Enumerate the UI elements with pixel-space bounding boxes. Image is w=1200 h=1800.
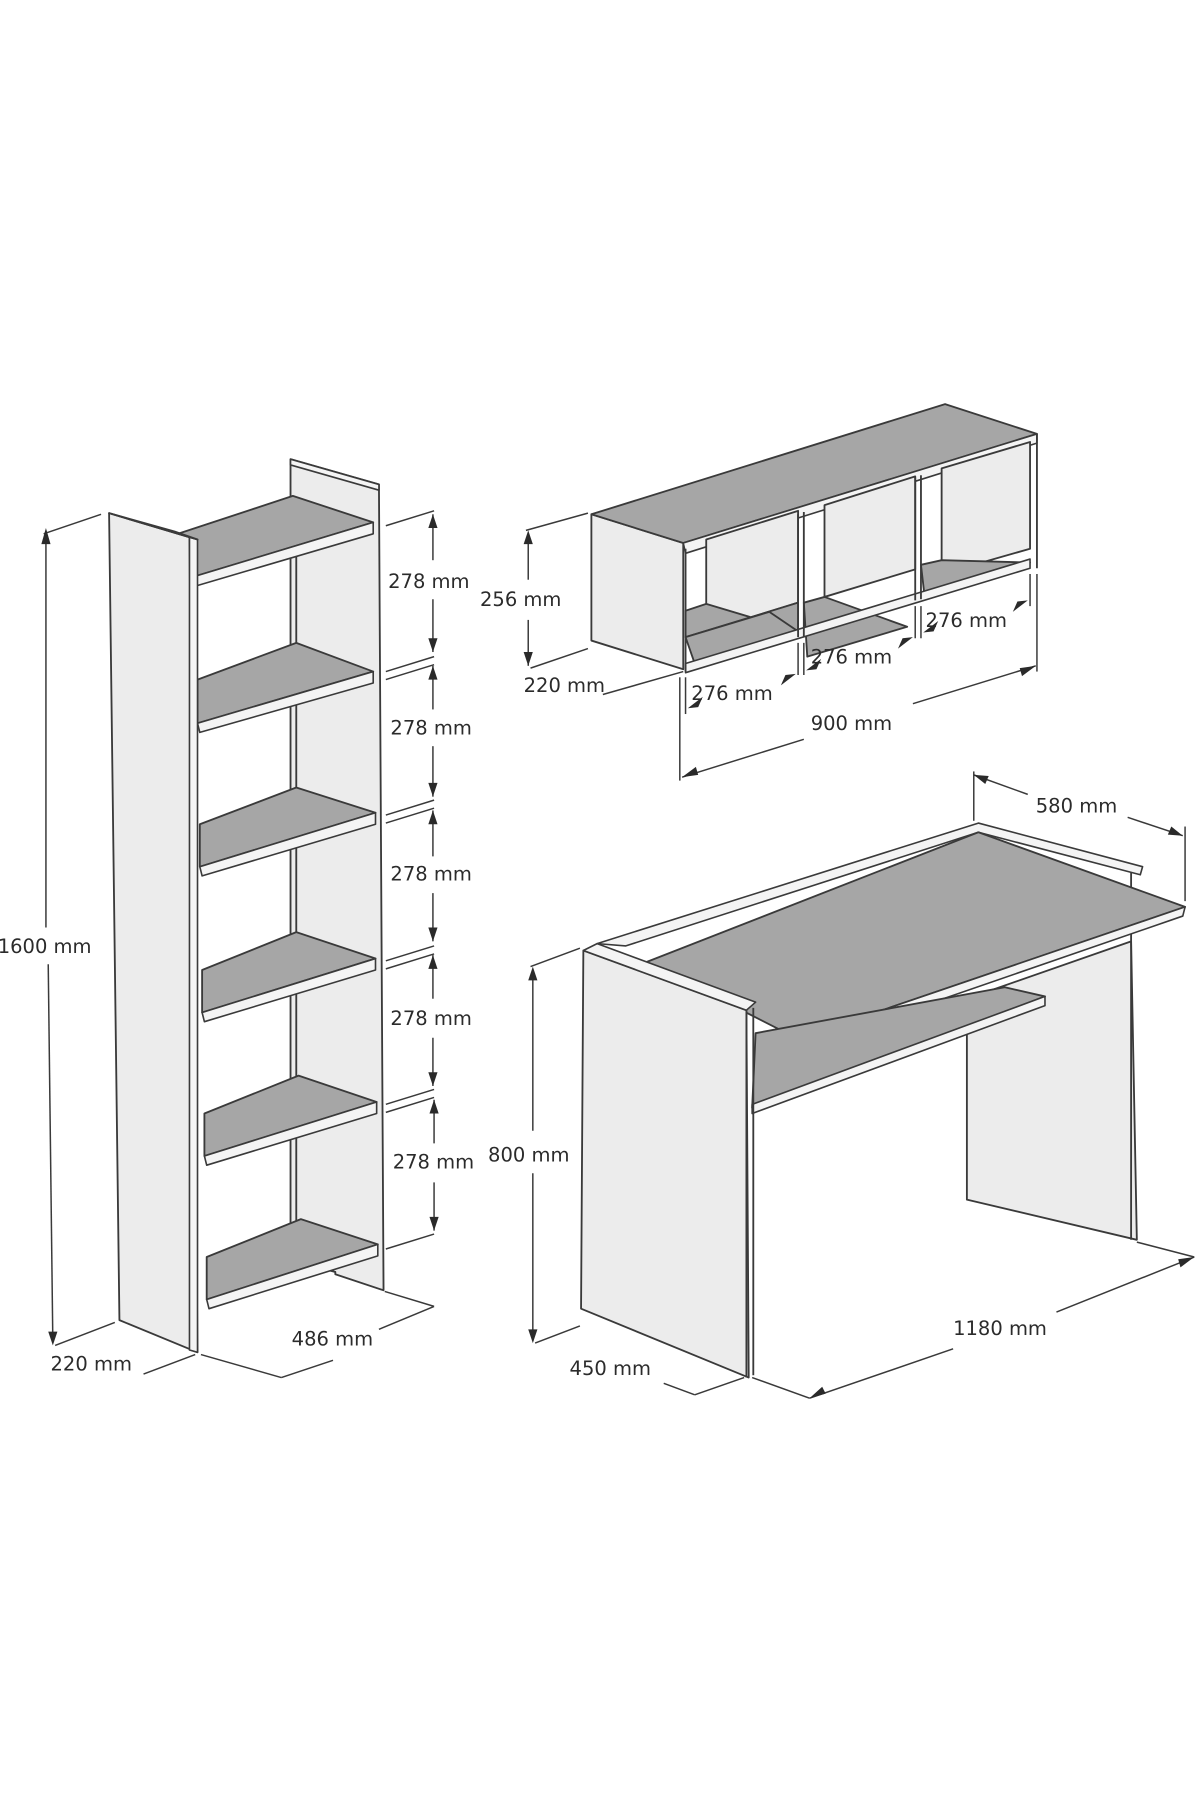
bookcase-depth-label: 220 mm — [51, 1353, 132, 1376]
shelf-spacing-label-5: 278 mm — [393, 1151, 474, 1174]
wall-shelf: 256 mm 220 mm 276 mm 276 mm 276 mm — [480, 403, 1038, 781]
shelf-spacing-label-2: 278 mm — [390, 717, 471, 740]
bookcase-width-label: 486 mm — [292, 1327, 373, 1350]
desk-right-leg — [965, 940, 1138, 1241]
desk-top-depth-dimension: 580 mm — [973, 771, 1186, 902]
wall-shelf-depth-label: 220 mm — [524, 674, 605, 697]
bookcase-right-panel — [289, 458, 385, 1292]
desk: 800 mm 450 mm 1180 mm 580 mm — [488, 771, 1195, 1399]
bookcase-width-dimension: 486 mm — [200, 1290, 435, 1379]
wall-shelf-height-dimension: 256 mm — [480, 512, 589, 666]
compartment-label-2: 276 mm — [811, 646, 892, 669]
wall-shelf-compartment-dimensions: 276 mm 276 mm 276 mm — [684, 573, 1031, 715]
desk-width-label: 1180 mm — [953, 1317, 1047, 1340]
desk-depth-dimension: 450 mm — [534, 1325, 745, 1396]
bookcase-left-panel — [108, 512, 199, 1354]
desk-height-dimension: 800 mm — [488, 947, 581, 1344]
desk-width-dimension: 1180 mm — [751, 1241, 1195, 1399]
shelf-spacing-label-1: 278 mm — [388, 570, 469, 593]
compartment-label-1: 276 mm — [691, 682, 772, 705]
bookcase-height-dimension: 1600 mm — [0, 513, 102, 1346]
wall-shelf-height-label: 256 mm — [480, 588, 561, 611]
wall-shelf-depth-dimension: 220 mm — [524, 647, 684, 697]
wall-shelf-width-dimension: 900 mm — [679, 573, 1038, 781]
desk-left-leg — [580, 949, 750, 1379]
shelf-spacing-label-3: 278 mm — [390, 862, 471, 885]
bookcase-shelves — [177, 495, 379, 1310]
compartment-label-3: 276 mm — [926, 609, 1007, 632]
bookcase-height-label: 1600 mm — [0, 935, 92, 958]
bookcase-depth-dimension: 220 mm — [51, 1321, 196, 1376]
shelf-spacing-label-4: 278 mm — [390, 1007, 471, 1030]
desk-depth-label: 450 mm — [570, 1357, 651, 1380]
bookcase: 1600 mm 220 mm 486 mm — [0, 458, 474, 1379]
desk-top-depth-label: 580 mm — [1036, 795, 1117, 818]
wall-shelf-width-label: 900 mm — [811, 712, 892, 735]
desk-height-label: 800 mm — [488, 1144, 569, 1167]
bookcase-shelf-spacing-dimensions: 278 mm 278 mm 278 mm 278 mm 278 mm — [385, 510, 474, 1250]
